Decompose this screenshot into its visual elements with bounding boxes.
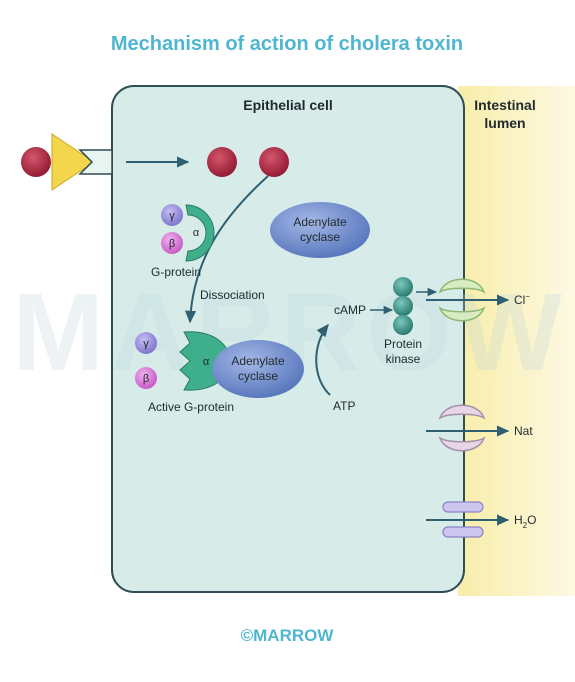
chloride-channel-bottom-icon xyxy=(438,306,486,322)
g-protein-label: G-protein xyxy=(151,265,201,279)
active-g-protein-label: Active G-protein xyxy=(148,400,234,414)
toxin-subunit-icon xyxy=(21,147,51,177)
water-channel-top-icon xyxy=(442,501,484,513)
lumen-label-line2: lumen xyxy=(484,115,525,131)
g-protein-beta-icon xyxy=(161,232,183,254)
adenylate-cyclase-inactive-line1: Adenylate xyxy=(293,215,347,229)
epithelial-cell-label: Epithelial cell xyxy=(243,97,332,113)
page-title: Mechanism of action of cholera toxin xyxy=(111,33,463,55)
adenylate-cyclase-active-line1: Adenylate xyxy=(231,354,285,368)
protein-kinase-line1: Protein xyxy=(384,337,422,351)
active-g-protein-beta-icon xyxy=(135,367,157,389)
protein-kinase-subunit-1-icon xyxy=(393,277,413,297)
chloride-label: Cl− xyxy=(514,292,530,307)
g-protein-gamma-icon xyxy=(161,204,183,226)
active-g-protein-beta-label: β xyxy=(143,373,149,385)
toxin-a1-subunit-icon xyxy=(207,147,237,177)
sodium-channel-top-icon xyxy=(438,404,486,420)
protein-kinase-subunit-2-icon xyxy=(393,296,413,316)
water-label: H2O xyxy=(514,513,536,530)
g-protein-alpha-icon xyxy=(185,204,215,262)
chloride-channel-top-icon xyxy=(438,278,486,294)
active-g-protein-gamma-icon xyxy=(135,332,157,354)
dissociation-label: Dissociation xyxy=(200,288,265,302)
water-channel-bottom-icon xyxy=(442,526,484,538)
camp-label: cAMP xyxy=(334,303,366,317)
lumen-label-line1: Intestinal xyxy=(474,97,535,113)
active-g-protein-gamma-label: γ xyxy=(143,338,149,350)
atp-label: ATP xyxy=(333,399,355,413)
membrane-receptor-icon xyxy=(78,149,113,175)
g-protein-beta-label: β xyxy=(169,238,175,250)
protein-kinase-line2: kinase xyxy=(386,352,421,366)
active-g-protein-alpha-label: α xyxy=(203,356,210,368)
footer-brand: ©MARROW xyxy=(241,626,335,645)
adenylate-cyclase-active-line2: cyclase xyxy=(238,369,278,383)
toxin-activation-arrow xyxy=(184,175,269,324)
protein-kinase-subunit-3-icon xyxy=(393,315,413,335)
toxin-b-subunit-icon xyxy=(51,133,95,191)
atp-to-camp-arrow xyxy=(315,323,331,396)
sodium-label: Nat xyxy=(514,424,533,438)
toxin-a2-subunit-icon xyxy=(259,147,289,177)
g-protein-alpha-label: α xyxy=(193,227,200,239)
g-protein-gamma-label: γ xyxy=(169,210,175,222)
adenylate-cyclase-active-icon xyxy=(212,340,304,398)
sodium-channel-bottom-icon xyxy=(438,436,486,452)
adenylate-cyclase-inactive-icon xyxy=(270,202,370,258)
adenylate-cyclase-inactive-line2: cyclase xyxy=(300,230,340,244)
